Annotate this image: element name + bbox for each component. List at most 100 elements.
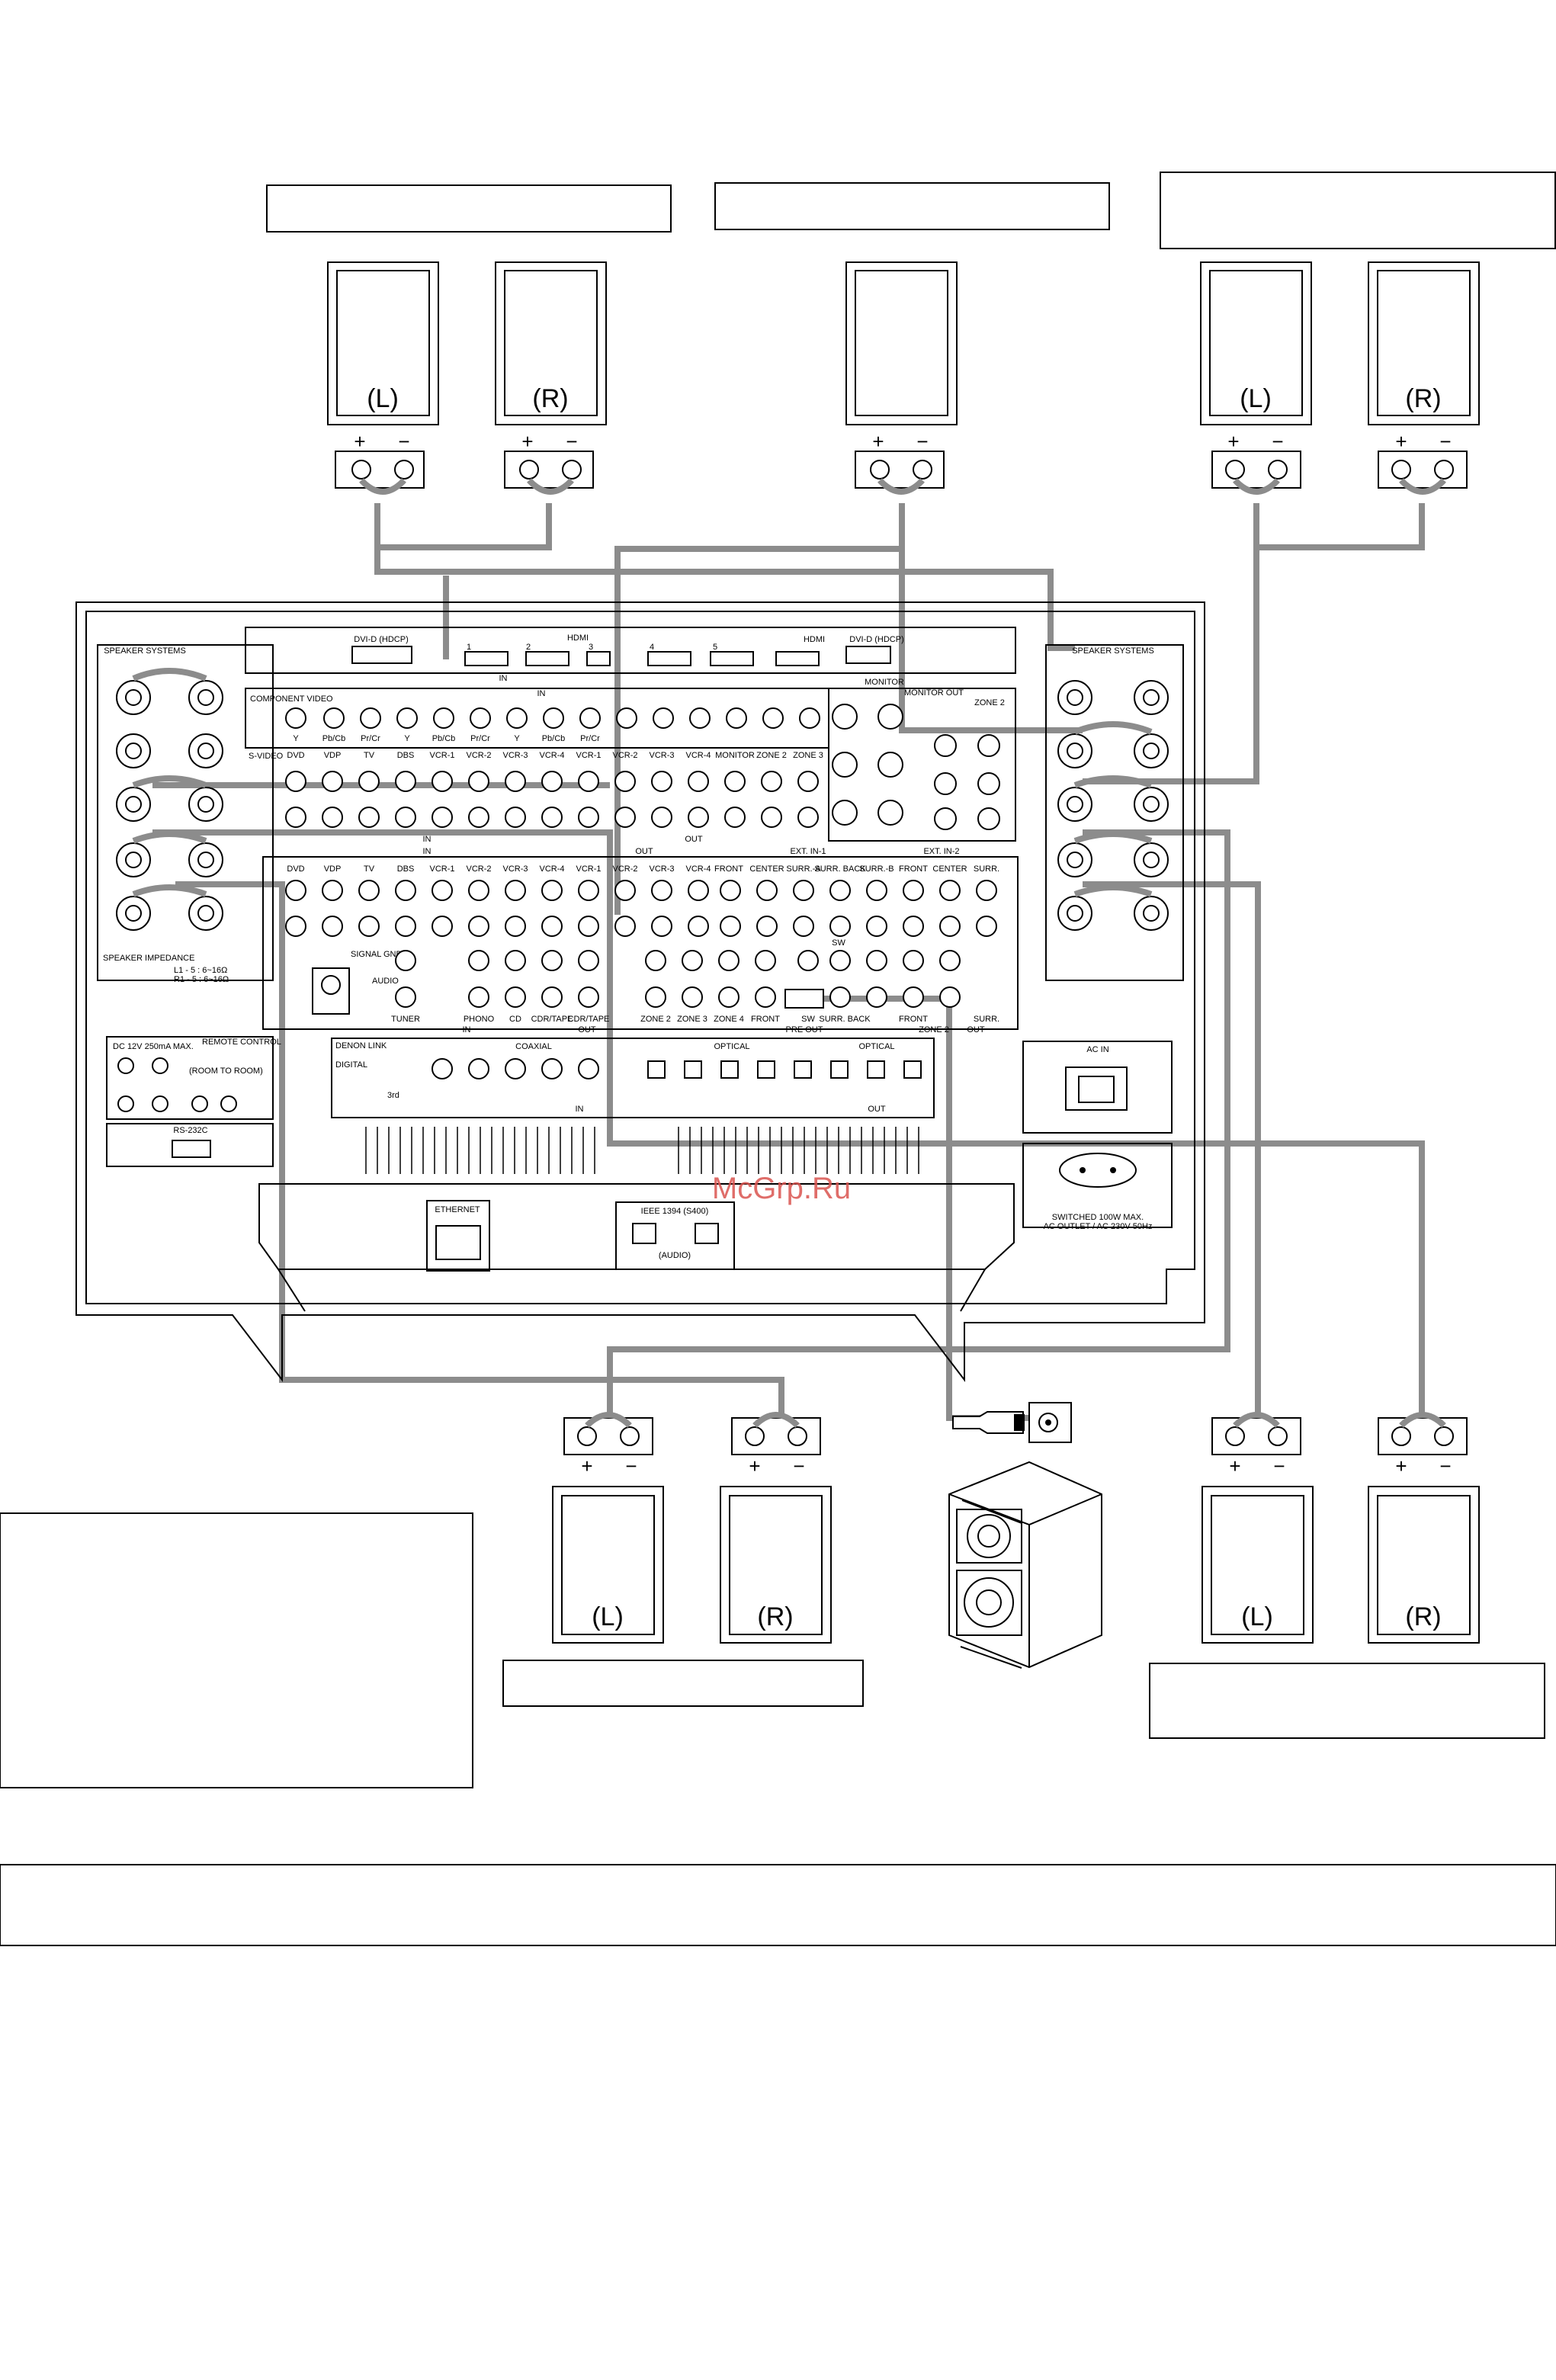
component-video-label: COMPONENT VIDEO [250,694,333,704]
svg-text:Pb/Cb: Pb/Cb [432,734,456,743]
svg-text:Pr/Cr: Pr/Cr [580,734,600,743]
svg-text:−: − [1439,1455,1451,1477]
svg-text:VCR-2: VCR-2 [612,864,637,874]
caption-box-front [266,184,672,233]
speaker-post-column-right-a [1057,680,1092,931]
switched-label: SWITCHED 100W MAX. [1052,1213,1144,1222]
svg-text:VCR-1: VCR-1 [429,864,454,874]
ext-in-1-label: EXT. IN-1 [790,847,826,856]
video-source-labels: DVD VDP TV DBS VCR-1 VCR-2 VCR-3 VCR-4 V… [287,751,823,760]
s-video-jacks [285,771,819,792]
ext-in-labels: FRONT CENTER SURR.-A SURR. BACK SURR.-B … [714,864,999,874]
svg-text:−: − [1272,430,1283,453]
svg-text:+: + [1227,430,1239,453]
audio-in-top-label: IN [423,847,432,856]
vent-slots [365,1127,919,1174]
svg-text:+: + [1395,1455,1407,1477]
impedance-r: R1 - 5 : 6~16Ω [174,975,229,984]
svg-text:TUNER: TUNER [391,1015,420,1024]
speaker-post-column-left-a [116,680,151,931]
svg-text:+: + [749,1455,760,1477]
caption-box-front-b [1160,172,1556,249]
svg-text:VCR-3: VCR-3 [502,751,528,760]
audio-jacks-row-l [285,880,997,901]
ieee1394-label: IEEE 1394 (S400) [641,1207,709,1216]
ac-in-label: AC IN [1086,1045,1108,1054]
phono-row-jacks [395,950,961,1008]
caption-box-surround-back [502,1660,864,1707]
speaker-post-column-left-b [188,680,223,931]
speaker-surround-back-right: (R) [720,1486,832,1644]
zone2-video-label: ZONE 2 [974,698,1005,707]
svg-text:VDP: VDP [324,751,342,760]
svg-text:VCR-1: VCR-1 [576,751,601,760]
svg-text:VCR-1: VCR-1 [576,864,601,874]
svg-text:DVD: DVD [287,751,304,760]
svg-text:−: − [1439,430,1451,453]
phono-out-label: OUT [578,1025,596,1034]
dvi-d-label: DVI-D (HDCP) [354,635,409,644]
terminal-surround-back-left: + − [563,1412,653,1477]
note-box [0,1512,473,1788]
remote-control-label: REMOTE CONTROL [202,1038,281,1047]
svg-text:SURR.: SURR. [974,1015,999,1024]
speaker-label: (L) [367,384,399,413]
svg-text:CDR/TAPE: CDR/TAPE [531,1015,573,1024]
video-out-label: OUT [685,835,703,844]
ac-outlet-label: AC OUTLET / AC 230V 50Hz [1044,1222,1153,1231]
svg-text:+: + [872,430,884,453]
speaker-post-column-right-b [1134,680,1169,931]
svg-text:FRONT: FRONT [899,864,928,874]
svg-text:4: 4 [650,643,654,652]
hdmi-label: HDMI [567,633,589,643]
digital-label: DIGITAL [335,1060,367,1070]
footer-box [0,1864,1556,1946]
svg-text:SURR. BACK: SURR. BACK [814,864,866,874]
optical-label: OPTICAL [714,1042,749,1051]
svg-text:VCR-1: VCR-1 [429,751,454,760]
svg-text:VCR-3: VCR-3 [502,864,528,874]
svg-text:ZONE 3: ZONE 3 [793,751,823,760]
phono-in-label: IN [463,1025,471,1034]
svg-text:+: + [521,430,533,453]
svg-text:Pb/Cb: Pb/Cb [542,734,566,743]
svg-text:5: 5 [713,643,717,652]
impedance-l: L1 - 5 : 6~16Ω [174,966,227,975]
audio-jacks-row-r [285,916,997,937]
phono-row-labels: TUNER PHONO CD CDR/TAPE CDR/TAPE ZONE 2 … [391,1015,999,1024]
rs232c-label: RS-232C [173,1126,207,1135]
svg-text:SURR.-B: SURR.-B [859,864,893,874]
svg-text:CENTER: CENTER [749,864,784,874]
svg-text:VCR-4: VCR-4 [685,864,711,874]
svg-text:−: − [793,1455,804,1477]
digital-out-label: OUT [868,1105,886,1114]
denon-link-label: DENON LINK [335,1041,387,1050]
svg-text:Pr/Cr: Pr/Cr [361,734,380,743]
ethernet-label: ETHERNET [435,1205,480,1214]
caption-box-center [714,182,1110,230]
svg-text:TV: TV [364,751,375,760]
svg-text:CENTER: CENTER [932,864,967,874]
svg-text:FRONT: FRONT [899,1015,928,1024]
svg-text:DVD: DVD [287,864,304,874]
svg-text:2: 2 [526,643,531,652]
svg-text:VCR-2: VCR-2 [466,864,491,874]
optical-out-label: OPTICAL [858,1042,894,1051]
svg-text:VCR-3: VCR-3 [649,751,674,760]
terminal-surround-left: + − [1211,1412,1301,1477]
speaker-front-b-left: (L) [1200,261,1312,425]
hdmi-ports: 1 2 3 4 5 [464,643,754,666]
svg-text:FRONT: FRONT [714,864,743,874]
receiver-rear-panel: SPEAKER SYSTEMS SPEAKER IMPEDANCE L1 - 5… [75,601,1205,1382]
speaker-impedance-label: SPEAKER IMPEDANCE [103,954,194,963]
svg-text:SURR.-A: SURR.-A [786,864,821,874]
monitor-label: MONITOR [865,678,904,687]
third-label: 3rd [387,1091,399,1100]
monitor-out-label: MONITOR OUT [904,688,964,698]
terminal-center: + − [855,430,945,495]
svg-text:−: − [1273,1455,1285,1477]
speaker-label: (R) [757,1602,793,1631]
speaker-front-right: (R) [495,261,607,425]
svg-text:1: 1 [467,643,471,652]
